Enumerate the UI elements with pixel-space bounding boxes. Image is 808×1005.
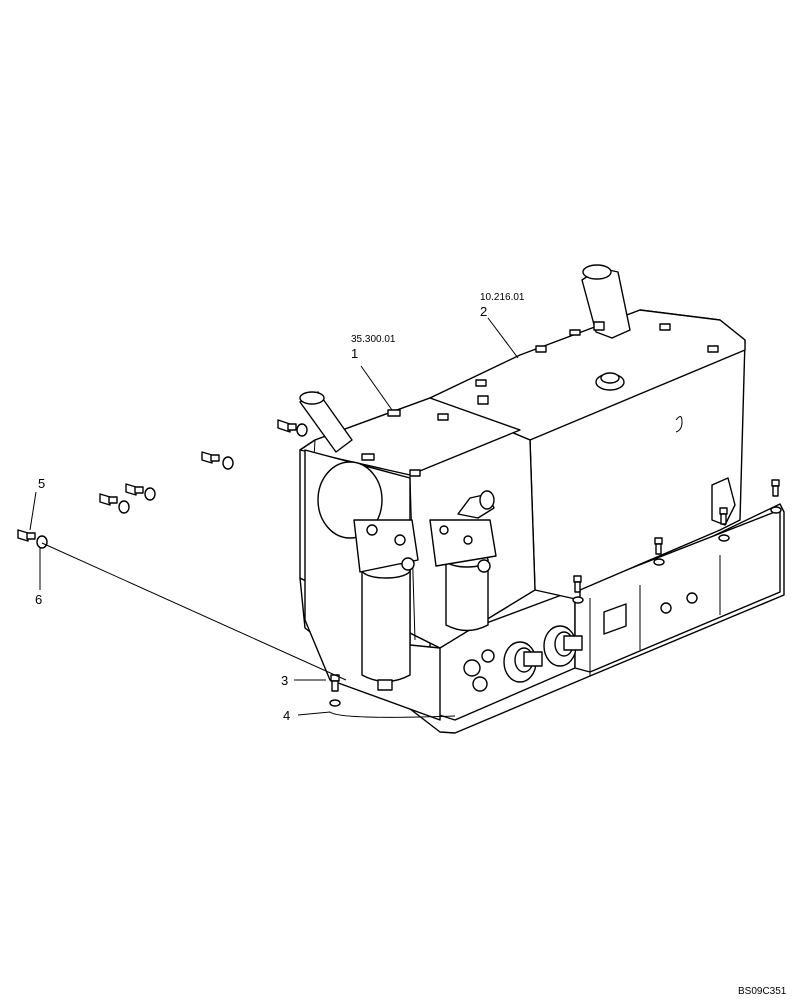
callout-1: 35.300.01 1 xyxy=(351,334,396,361)
filter-right xyxy=(429,490,497,632)
lift-hook xyxy=(675,416,683,433)
fitting-large-left xyxy=(503,641,543,683)
filter-left xyxy=(353,519,419,691)
callout-2-reference: 10.216.01 xyxy=(480,292,525,303)
callout-3-number: 3 xyxy=(281,673,288,688)
callout-1-number: 1 xyxy=(351,346,358,361)
filler-cap xyxy=(595,372,625,391)
port xyxy=(472,676,488,692)
breather-tube xyxy=(581,264,631,339)
right-bolts xyxy=(572,479,782,604)
hydraulic-tank xyxy=(429,264,746,601)
round-cover xyxy=(317,461,383,539)
bolt-group xyxy=(99,419,308,514)
callout-2: 10.216.01 2 xyxy=(480,292,525,319)
callout-5-number: 5 xyxy=(38,476,45,491)
callout-1-reference: 35.300.01 xyxy=(351,334,396,345)
port xyxy=(660,602,672,614)
port xyxy=(686,592,698,604)
access-plate xyxy=(603,603,627,635)
bolt-item-5 xyxy=(17,529,36,542)
washer-item-4 xyxy=(329,699,341,707)
mounting-bracket xyxy=(711,477,736,526)
washer-item-6 xyxy=(36,535,48,549)
callout-2-number: 2 xyxy=(480,304,487,319)
port xyxy=(481,649,495,663)
bolt-item-3 xyxy=(330,674,340,692)
callout-4-number: 4 xyxy=(283,708,290,723)
leader-lines xyxy=(29,317,519,718)
drawing-code: BS09C351 xyxy=(738,986,787,997)
fitting-large-right xyxy=(543,625,583,667)
port xyxy=(463,659,481,677)
elbow-tube xyxy=(299,391,353,453)
callout-6-number: 6 xyxy=(35,592,42,607)
